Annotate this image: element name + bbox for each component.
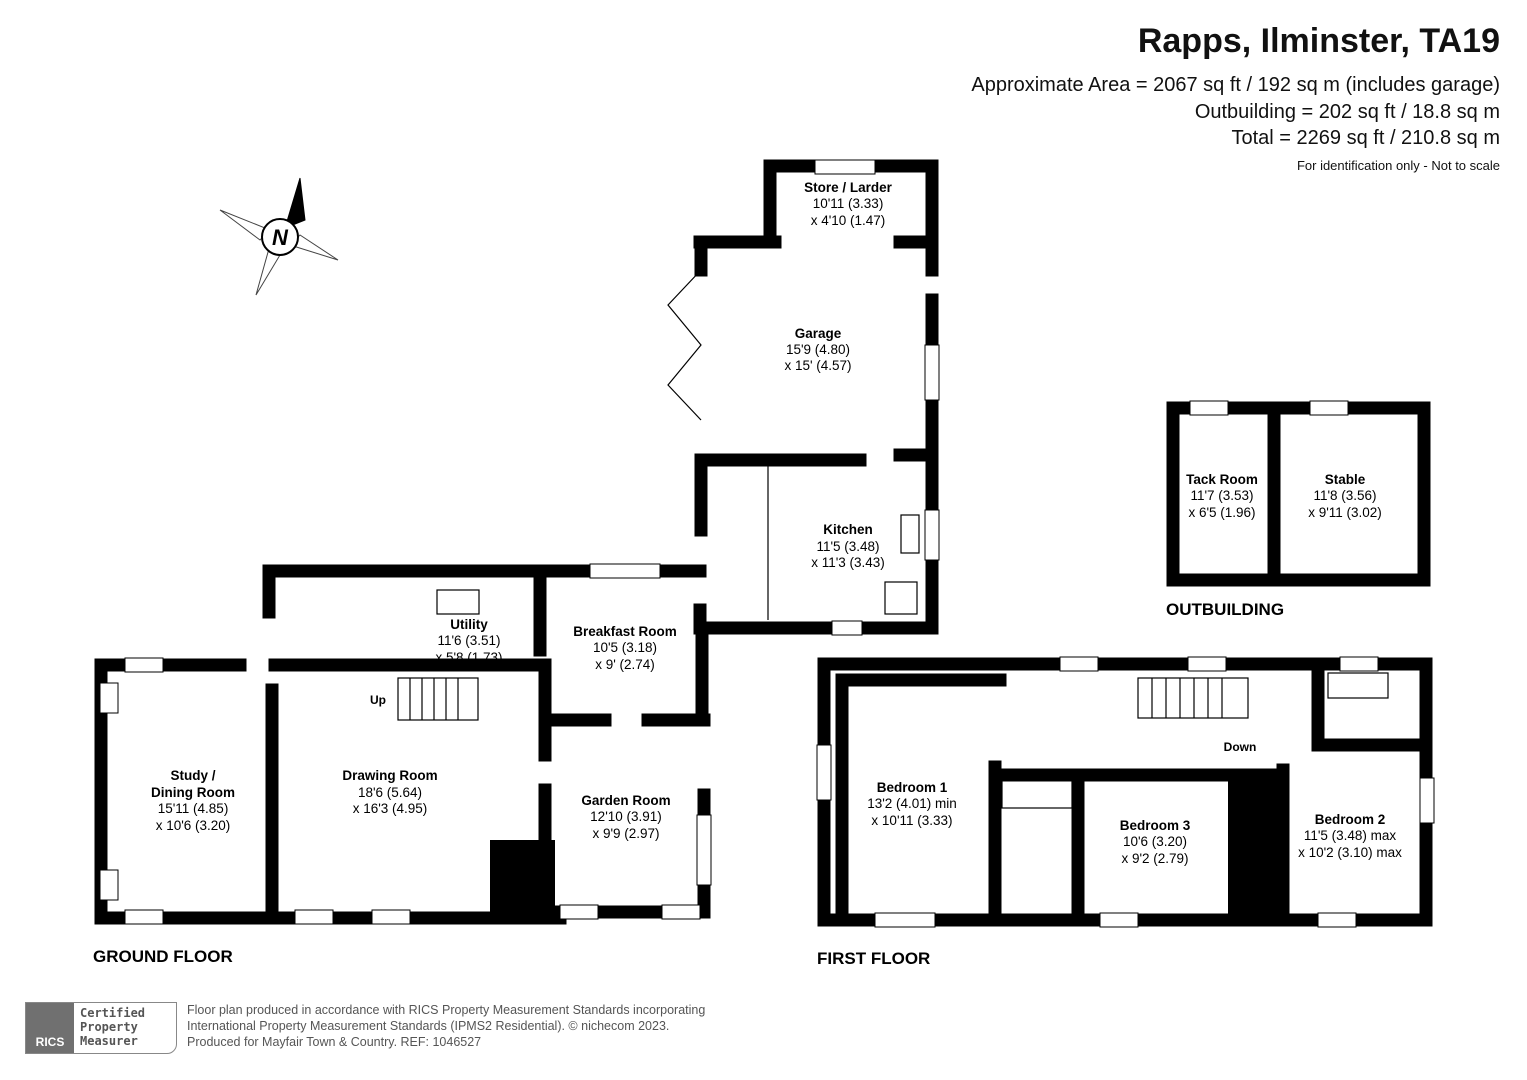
svg-text:x 15' (4.57): x 15' (4.57) [784, 358, 851, 373]
svg-text:11'8 (3.56): 11'8 (3.56) [1313, 488, 1376, 503]
svg-text:11'5 (3.48) max: 11'5 (3.48) max [1304, 828, 1397, 843]
svg-text:10'6 (3.20): 10'6 (3.20) [1123, 834, 1187, 849]
first-floor-label: FIRST FLOOR [817, 949, 930, 968]
room-store-larder: Store / Larder 10'11 (3.33) x 4'10 (1.47… [804, 180, 893, 228]
svg-text:15'11 (4.85): 15'11 (4.85) [158, 801, 229, 816]
svg-text:x 10'6 (3.20): x 10'6 (3.20) [156, 818, 231, 833]
svg-text:11'6 (3.51): 11'6 (3.51) [437, 633, 500, 648]
svg-text:18'6 (5.64): 18'6 (5.64) [358, 785, 422, 800]
svg-text:Bedroom 3: Bedroom 3 [1120, 818, 1191, 833]
outbuilding-walls [1166, 400, 1431, 587]
stairs-icon [397, 677, 479, 721]
badge-line: Property [80, 1020, 138, 1034]
outbuilding-area: Outbuilding = 202 sq ft / 18.8 sq m [1194, 101, 1500, 123]
svg-text:x 16'3 (4.95): x 16'3 (4.95) [353, 801, 428, 816]
sink-icon [436, 589, 480, 615]
bath-icon [1001, 779, 1073, 809]
svg-text:Store / Larder: Store / Larder [804, 180, 893, 195]
room-bedroom-3: Bedroom 3 10'6 (3.20) x 9'2 (2.79) [1120, 818, 1191, 866]
svg-text:x 9' (2.74): x 9' (2.74) [595, 657, 655, 672]
room-breakfast: Breakfast Room 10'5 (3.18) x 9' (2.74) [573, 624, 677, 672]
svg-text:Breakfast Room: Breakfast Room [573, 624, 677, 639]
svg-text:Tack Room: Tack Room [1186, 472, 1258, 487]
footer-line: International Property Measurement Stand… [187, 1019, 670, 1033]
room-utility: Utility 11'6 (3.51) x 5'8 (1.73) [435, 617, 502, 665]
badge-line: Certified [80, 1006, 146, 1020]
compass-icon: N [219, 177, 339, 296]
outbuilding-label: OUTBUILDING [1166, 600, 1284, 619]
stairs-down-label: Down [1224, 740, 1257, 754]
ground-floor-walls [94, 159, 940, 925]
svg-text:Dining Room: Dining Room [151, 785, 235, 800]
svg-text:x 9'2 (2.79): x 9'2 (2.79) [1121, 851, 1188, 866]
room-bedroom-2: Bedroom 2 11'5 (3.48) max x 10'2 (3.10) … [1298, 812, 1402, 860]
svg-text:Bedroom 1: Bedroom 1 [877, 780, 948, 795]
svg-text:10'11 (3.33): 10'11 (3.33) [813, 196, 884, 211]
room-bedroom-1: Bedroom 1 13'2 (4.01) min x 10'11 (3.33) [867, 780, 957, 828]
approximate-area: Approximate Area = 2067 sq ft / 192 sq m… [971, 74, 1500, 96]
svg-text:Garden Room: Garden Room [581, 793, 670, 808]
room-garage: Garage 15'9 (4.80) x 15' (4.57) [784, 326, 851, 373]
svg-text:Utility: Utility [450, 617, 488, 632]
room-drawing: Drawing Room 18'6 (5.64) x 16'3 (4.95) [342, 768, 437, 816]
svg-text:11'7 (3.53): 11'7 (3.53) [1190, 488, 1253, 503]
svg-text:Study /: Study / [170, 768, 215, 783]
svg-text:Stable: Stable [1325, 472, 1366, 487]
room-study-dining: Study / Dining Room 15'11 (4.85) x 10'6 … [151, 768, 235, 833]
hob-icon [884, 581, 918, 615]
footer-line: Produced for Mayfair Town & Country. REF… [187, 1035, 482, 1049]
first-floor-walls [816, 656, 1435, 928]
rics-logo: RICS [26, 1003, 74, 1053]
room-stable: Stable 11'8 (3.56) x 9'11 (3.02) [1308, 472, 1382, 520]
total-area: Total = 2269 sq ft / 210.8 sq m [1231, 127, 1501, 149]
stairs-up-label: Up [370, 693, 386, 707]
svg-text:x 10'2 (3.10) max: x 10'2 (3.10) max [1298, 845, 1402, 860]
bath-icon [1327, 672, 1389, 699]
svg-text:x 5'8 (1.73): x 5'8 (1.73) [435, 650, 502, 665]
kitchen-sink-icon [900, 514, 920, 554]
svg-text:10'5 (3.18): 10'5 (3.18) [593, 640, 657, 655]
svg-text:x 9'11 (3.02): x 9'11 (3.02) [1308, 505, 1382, 520]
footer-line: Floor plan produced in accordance with R… [187, 1003, 706, 1017]
svg-text:13'2 (4.01) min: 13'2 (4.01) min [867, 796, 957, 811]
svg-text:12'10 (3.91): 12'10 (3.91) [590, 809, 662, 824]
scale-note: For identification only - Not to scale [1296, 158, 1500, 173]
svg-text:Kitchen: Kitchen [823, 522, 873, 537]
svg-text:Garage: Garage [795, 326, 842, 341]
stairs-icon [1137, 677, 1249, 719]
svg-text:x 4'10 (1.47): x 4'10 (1.47) [811, 213, 886, 228]
svg-text:Drawing Room: Drawing Room [342, 768, 437, 783]
compass-north-label: N [272, 225, 289, 250]
property-title: Rapps, Ilminster, TA19 [1137, 22, 1500, 60]
svg-text:x 6'5 (1.96): x 6'5 (1.96) [1188, 505, 1255, 520]
room-tack-room: Tack Room 11'7 (3.53) x 6'5 (1.96) [1186, 472, 1258, 520]
room-garden: Garden Room 12'10 (3.91) x 9'9 (2.97) [581, 793, 670, 841]
ground-floor-label: GROUND FLOOR [93, 947, 233, 966]
svg-text:11'5 (3.48): 11'5 (3.48) [816, 539, 879, 554]
svg-text:x 11'3 (3.43): x 11'3 (3.43) [811, 555, 885, 570]
svg-text:15'9 (4.80): 15'9 (4.80) [786, 342, 850, 357]
badge-line: Measurer [80, 1034, 138, 1048]
svg-text:x 10'11 (3.33): x 10'11 (3.33) [871, 813, 952, 828]
svg-text:Bedroom 2: Bedroom 2 [1315, 812, 1386, 827]
svg-text:x 9'9 (2.97): x 9'9 (2.97) [592, 826, 659, 841]
rics-certified-badge: RICS Certified Property Measurer [25, 1002, 177, 1054]
footer-disclaimer: Floor plan produced in accordance with R… [187, 1002, 705, 1050]
room-kitchen: Kitchen 11'5 (3.48) x 11'3 (3.43) [811, 522, 885, 570]
